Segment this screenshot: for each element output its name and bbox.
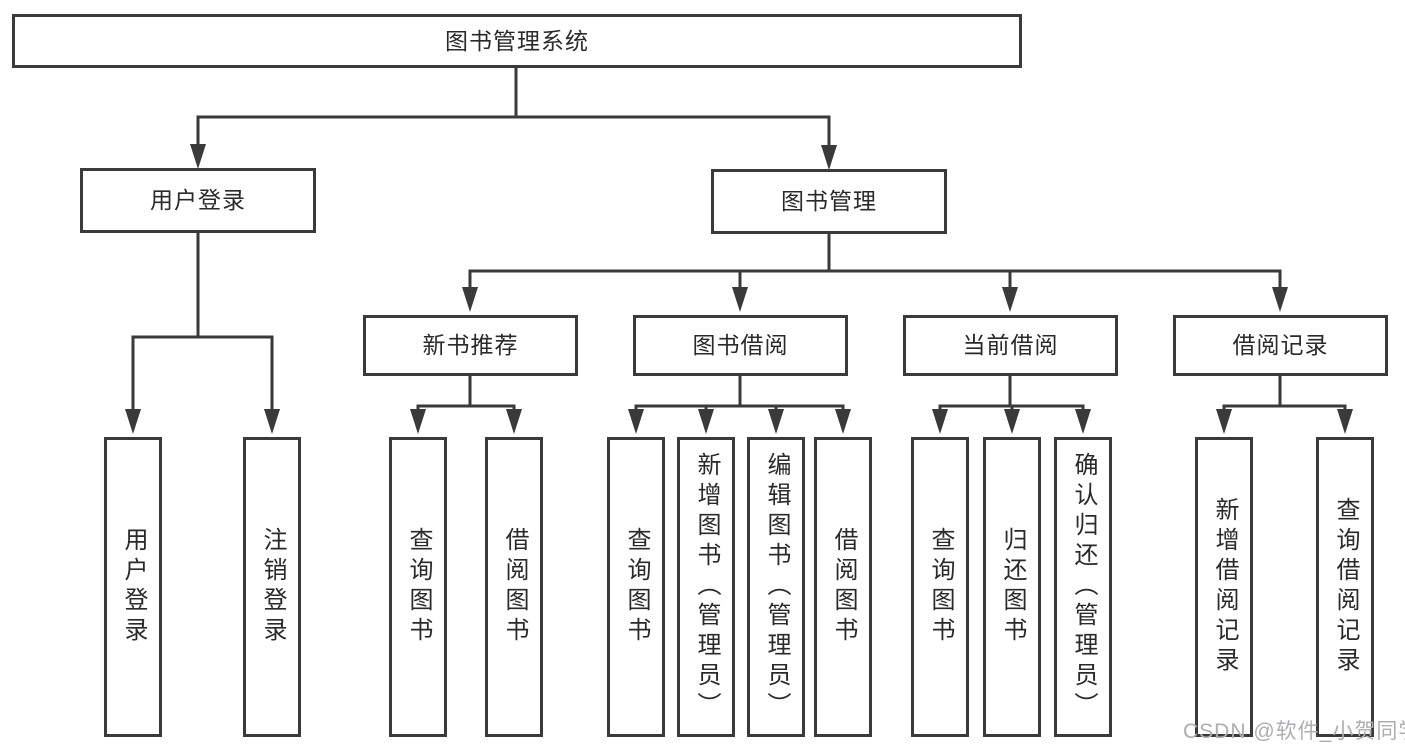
node-library-management-system: 图书管理系统 [12, 14, 1022, 68]
node-leaf-user-login: 用户登录 [104, 437, 162, 737]
node-current-borrowing: 当前借阅 [903, 315, 1118, 376]
node-new-book-recommendation: 新书推荐 [363, 315, 578, 376]
watermark-text: CSDN @软件_小贺同学 [1183, 720, 1405, 743]
node-label: 查询借阅记录 [1332, 497, 1359, 677]
node-label: 归还图书 [999, 527, 1026, 647]
node-label: 用户登录 [150, 187, 246, 213]
node-label: 编辑图书（管理员） [763, 452, 790, 722]
node-label: 查询图书 [623, 527, 650, 647]
node-book-management: 图书管理 [711, 169, 947, 234]
node-leaf-query-borrow-record: 查询借阅记录 [1316, 437, 1374, 737]
node-book-borrowing: 图书借阅 [633, 315, 848, 376]
node-label: 图书管理 [781, 188, 877, 214]
node-user-login: 用户登录 [80, 168, 316, 233]
node-label: 图书借阅 [692, 332, 789, 358]
node-leaf-borrow-books: 借阅图书 [814, 437, 872, 737]
node-leaf-query-books-current: 查询图书 [911, 437, 969, 737]
node-leaf-query-books-recommend: 查询图书 [389, 437, 447, 737]
node-leaf-return-books: 归还图书 [983, 437, 1041, 737]
node-label: 当前借阅 [962, 332, 1059, 358]
node-leaf-add-borrow-record: 新增借阅记录 [1195, 437, 1253, 737]
node-label: 确认归还（管理员） [1070, 452, 1097, 722]
node-label: 注销登录 [259, 527, 286, 647]
node-leaf-logout: 注销登录 [243, 437, 301, 737]
node-label: 借阅图书 [830, 527, 857, 647]
node-leaf-confirm-return-admin: 确认归还（管理员） [1054, 437, 1112, 737]
node-label: 新增借阅记录 [1211, 497, 1238, 677]
node-leaf-edit-books-admin: 编辑图书（管理员） [747, 437, 805, 737]
node-label: 查询图书 [405, 527, 432, 647]
node-leaf-add-books-admin: 新增图书（管理员） [677, 437, 735, 737]
node-label: 查询图书 [927, 527, 954, 647]
node-label: 用户登录 [120, 527, 147, 647]
node-label: 新书推荐 [422, 332, 519, 358]
node-label: 借阅图书 [501, 527, 528, 647]
node-label: 图书管理系统 [445, 27, 589, 54]
node-leaf-borrow-books-recommend: 借阅图书 [485, 437, 543, 737]
node-label: 借阅记录 [1232, 332, 1329, 358]
node-borrowing-records: 借阅记录 [1173, 315, 1388, 376]
node-label: 新增图书（管理员） [693, 452, 720, 722]
node-leaf-query-books-borrowing: 查询图书 [607, 437, 665, 737]
